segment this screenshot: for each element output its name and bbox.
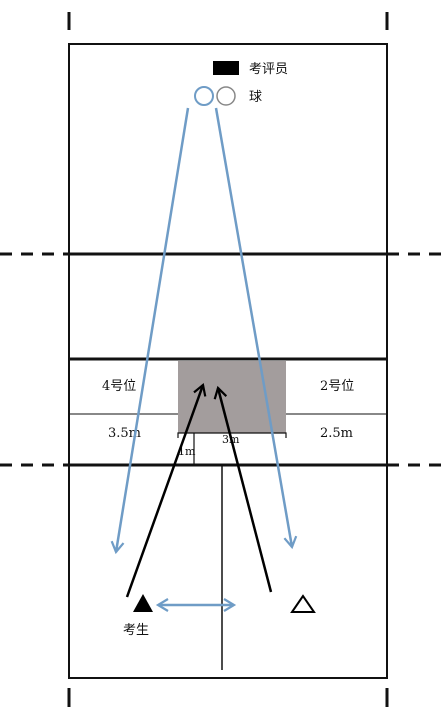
ball-path-left bbox=[110, 107, 190, 555]
distance-right-label: 2.5m bbox=[320, 426, 353, 441]
ball-label: 球 bbox=[249, 90, 262, 105]
ball-gray-icon bbox=[216, 86, 236, 106]
candidate-label: 考生 bbox=[123, 623, 149, 638]
measure-brackets bbox=[177, 432, 287, 465]
ball-path-right bbox=[214, 107, 298, 550]
spike-path-left bbox=[125, 382, 207, 598]
examiner-icon bbox=[213, 61, 239, 75]
dashed-lines bbox=[0, 252, 443, 467]
distance-1m-label: 1m bbox=[178, 445, 196, 458]
sideline-ticks bbox=[67, 12, 389, 707]
position4-label: 4号位 bbox=[102, 379, 136, 394]
distance-left-label: 3.5m bbox=[108, 426, 141, 441]
position2-label: 2号位 bbox=[320, 379, 354, 394]
court-boundary bbox=[68, 43, 388, 679]
examiner-label: 考评员 bbox=[249, 62, 288, 77]
target-zone bbox=[178, 361, 286, 433]
candidate-outline-triangle-icon bbox=[290, 594, 316, 613]
spike-path-right bbox=[213, 385, 273, 593]
ball-blue-icon bbox=[194, 86, 214, 106]
candidate-filled-triangle-icon bbox=[133, 594, 153, 612]
